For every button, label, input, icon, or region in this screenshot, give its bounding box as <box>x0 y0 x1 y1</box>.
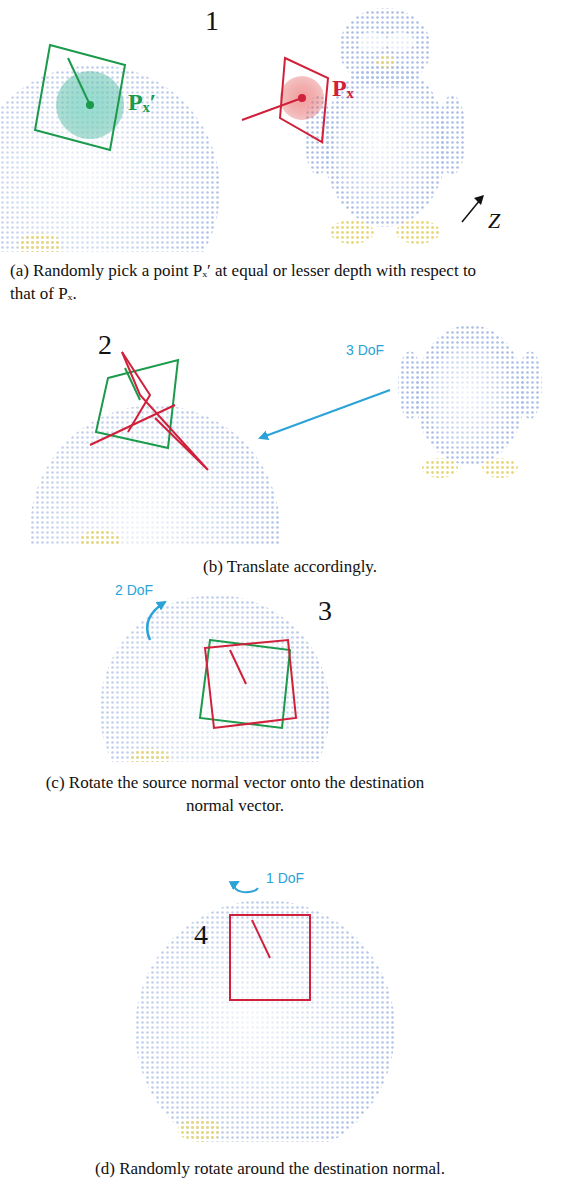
subfigure-caption: (b) Translate accordingly. <box>100 556 480 579</box>
callout-number: 1 <box>205 4 219 38</box>
dof-label: 3 DoF <box>346 342 384 359</box>
point-label: Pₓ′ <box>128 88 156 117</box>
subfigure-caption: (a) Randomly pick a point Pₓ′ at equal o… <box>10 260 480 306</box>
callout-number: 3 <box>318 594 332 628</box>
axis-label: Z <box>488 208 500 234</box>
dof-label: 2 DoF <box>115 582 153 599</box>
subfigure-caption: (c) Rotate the source normal vector onto… <box>20 772 450 818</box>
callout-number: 4 <box>194 918 208 952</box>
subfigure-caption: (d) Randomly rotate around the destinati… <box>40 1158 500 1181</box>
callout-number: 2 <box>98 328 112 362</box>
point-label: Pₓ <box>332 74 354 103</box>
dof-label: 1 DoF <box>266 870 304 887</box>
